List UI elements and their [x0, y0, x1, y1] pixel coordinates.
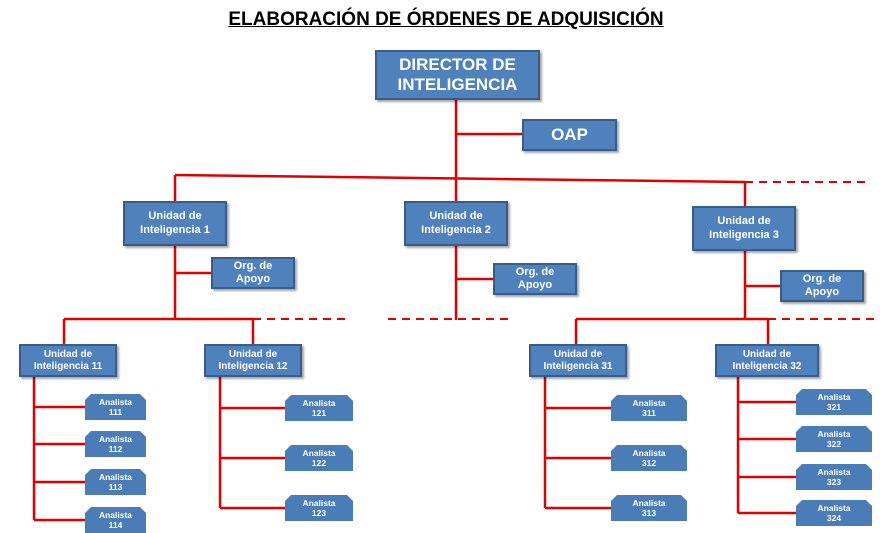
analyst-label: Analista [817, 391, 851, 402]
analyst-number: 122 [311, 458, 327, 468]
analyst-label: Analista [302, 447, 336, 458]
analyst-number: 112 [108, 444, 123, 454]
diagram-title: ELABORACIÓN DE ÓRDENES DE ADQUISICIÓN [228, 9, 664, 30]
analyst-number: 114 [108, 520, 123, 530]
analyst-number: 111 [108, 407, 123, 417]
analyst-number: 123 [311, 508, 327, 518]
analyst-number: 324 [826, 513, 842, 523]
analyst-number: 121 [311, 408, 327, 418]
analyst-label: Analista [817, 428, 851, 439]
analyst-number: 313 [641, 508, 657, 518]
analyst-number: 322 [826, 439, 842, 449]
analyst-label: Analista [302, 497, 336, 508]
analyst-label: Analista [817, 502, 851, 513]
analyst-label: Analista [98, 396, 133, 407]
analyst-label: Analista [632, 447, 666, 458]
analyst-label: Analista [817, 466, 851, 477]
oap-box: OAP [522, 119, 617, 151]
analyst-number: 311 [642, 408, 656, 418]
analyst-label: Analista [98, 471, 133, 482]
analyst-label: Analista [98, 509, 133, 520]
analyst-label: Analista [632, 397, 666, 408]
analyst-number: 321 [826, 402, 842, 412]
analyst-number: 323 [826, 477, 842, 487]
analyst-number: 113 [108, 482, 123, 492]
analyst-label: Analista [302, 397, 336, 408]
analyst-number: 312 [641, 458, 657, 468]
analyst-label: Analista [632, 497, 666, 508]
analyst-label: Analista [98, 433, 133, 444]
